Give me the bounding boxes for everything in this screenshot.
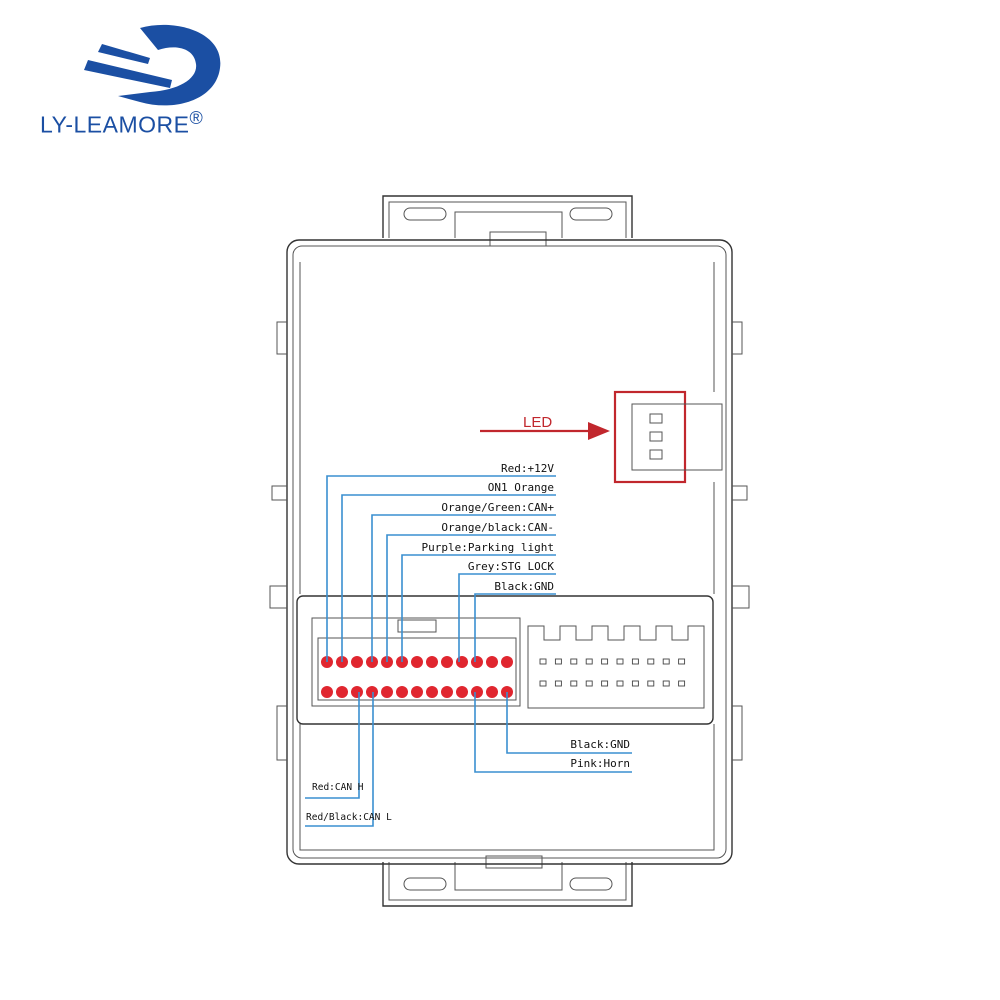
wire-red-plus12v [326, 475, 556, 662]
connector-pin-bottom [336, 686, 348, 698]
harness-connector [311, 617, 521, 707]
label-black-gnd-bottom: Black:GND [570, 738, 630, 751]
empty-pin-slot-top [585, 658, 593, 665]
label-can-minus: Orange/black:CAN- [441, 521, 554, 534]
empty-pin-slot-bottom [631, 680, 639, 687]
wire-stg-lock [458, 573, 556, 662]
connector-housing [296, 595, 714, 725]
label-can-l: Red/Black:CAN L [306, 812, 392, 823]
brand-name: LY-LEAMORE [40, 111, 190, 138]
empty-pins-top [539, 658, 686, 665]
connector-pin-top [351, 656, 363, 668]
registered-mark: ® [189, 108, 204, 128]
empty-pin-slot-top [662, 658, 670, 665]
label-on1-orange: ON1 Orange [488, 481, 554, 494]
wire-pink-horn [474, 692, 632, 773]
empty-pin-slot-top [631, 658, 639, 665]
led-arrow-icon [480, 422, 610, 440]
connector-pin-bottom [426, 686, 438, 698]
connector-pin-top [501, 656, 513, 668]
empty-pin-slot-top [539, 658, 547, 665]
empty-pin-slot-bottom [616, 680, 624, 687]
wire-can-minus [386, 534, 556, 662]
empty-pin-slot-top [554, 658, 562, 665]
label-can-h: Red:CAN H [312, 782, 364, 793]
empty-pins-bottom [539, 680, 686, 687]
empty-pin-slot-bottom [678, 680, 686, 687]
led-indicator [613, 390, 723, 484]
connector-pin-top [471, 656, 483, 668]
connector-pin-top [411, 656, 423, 668]
wire-can-plus [371, 514, 556, 662]
wire-can-h [305, 692, 360, 799]
top-mounting-bracket [382, 195, 633, 247]
empty-pin-slot-bottom [585, 680, 593, 687]
label-parking-light: Purple:Parking light [422, 541, 554, 554]
connector-pin-bottom [381, 686, 393, 698]
empty-pin-slot-top [601, 658, 609, 665]
empty-pin-slot-bottom [662, 680, 670, 687]
connector-pin-bottom [396, 686, 408, 698]
wire-can-l [305, 692, 374, 827]
connector-pin-bottom [366, 686, 378, 698]
connector-pin-top [441, 656, 453, 668]
empty-connector [527, 625, 705, 709]
connector-pin-bottom [471, 686, 483, 698]
empty-pin-slot-bottom [647, 680, 655, 687]
empty-pin-slot-top [616, 658, 624, 665]
connector-pin-top [426, 656, 438, 668]
label-pink-horn: Pink:Horn [570, 757, 630, 770]
connector-pin-bottom [441, 686, 453, 698]
label-red-plus12v: Red:+12V [501, 462, 554, 475]
empty-pin-slot-top [647, 658, 655, 665]
connector-pin-bottom [351, 686, 363, 698]
bottom-mounting-bracket [382, 855, 633, 907]
pin-row-top [321, 656, 513, 668]
empty-pin-slot-bottom [539, 680, 547, 687]
empty-pin-slot-top [570, 658, 578, 665]
led-label: LED [523, 414, 552, 431]
empty-pin-slot-bottom [570, 680, 578, 687]
connector-pin-bottom [321, 686, 333, 698]
connector-pin-top [456, 656, 468, 668]
pin-row-bottom [321, 686, 513, 698]
connector-pin-bottom [456, 686, 468, 698]
wire-black-gnd-bottom [506, 692, 632, 754]
label-can-plus: Orange/Green:CAN+ [441, 501, 554, 514]
module-housing [269, 239, 750, 865]
label-black-gnd-top: Black:GND [494, 580, 554, 593]
wire-on1-orange [341, 494, 556, 662]
wire-black-gnd-top [474, 593, 556, 662]
label-stg-lock: Grey:STG LOCK [468, 560, 554, 573]
empty-pin-slot-top [678, 658, 686, 665]
empty-pin-slot-bottom [554, 680, 562, 687]
connector-pin-bottom [411, 686, 423, 698]
brand-logo-icon [84, 24, 221, 106]
connector-pin-top [486, 656, 498, 668]
empty-pin-slot-bottom [601, 680, 609, 687]
connector-pin-bottom [486, 686, 498, 698]
wire-parking-light [401, 554, 556, 662]
